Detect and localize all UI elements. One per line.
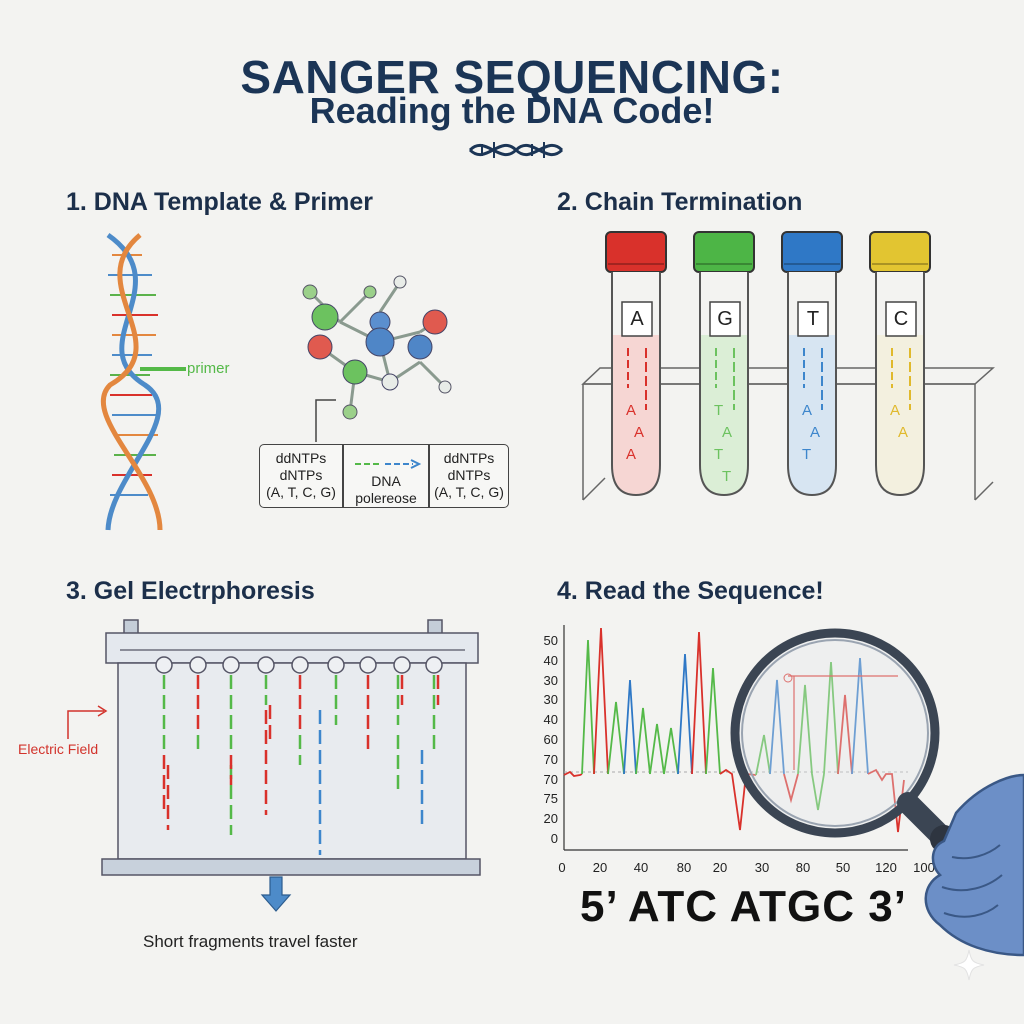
gel-well [189,656,207,674]
gel-well [291,656,309,674]
x-tick-label: 40 [633,860,649,875]
subtitle: Reading the DNA Code! [309,90,715,131]
tube-fragment-mark: A [810,424,821,441]
ddntps-label: ddNTPs [443,450,495,466]
main-title: SANGER SEQUENCING: [240,51,784,103]
polymerase-label: polereose [355,490,417,506]
reagent-box-left: ddNTPs dNTPs (A, T, C, G) [260,450,342,501]
tube-fragment-mark: T [714,402,724,419]
y-tick-label: 60 [543,732,558,747]
electric-field-arrow [67,705,108,739]
x-tick-label: 0 [558,860,566,875]
gel-apparatus [101,619,481,912]
x-tick-label: 20 [592,860,608,875]
gel-well [425,656,443,674]
y-tick-label: 30 [543,692,558,708]
tube-fragment-mark: A [626,446,637,463]
dntps-label: dNTPs [447,467,491,483]
tube-fragment-mark: A [802,402,813,419]
tube-label: C [893,308,909,330]
y-tick-label: 20 [543,811,558,827]
tube-label: T [806,308,820,330]
y-tick-label: 40 [543,652,558,668]
tube-fragment-mark: A [626,402,637,419]
reagent-box-right: ddNTPs dNTPs (A, T, C, G) [430,450,508,501]
y-tick-label: 70 [543,751,558,767]
tube-fragment-mark: A [722,424,733,441]
y-tick-label: 40 [543,712,558,728]
y-tick-label: 70 [543,771,558,787]
x-tick-label: 80 [676,860,692,875]
x-tick-label: 80 [795,860,811,875]
x-tick-label: 100 [913,860,935,875]
tube-fragment-mark: T [802,446,812,463]
dna-double-helix [100,232,163,531]
tube-label: A [630,308,644,330]
tube-fragment-mark: T [722,468,732,485]
reagent-box: ddNTPs dNTPs (A, T, C, G) DNA polereose … [259,444,509,508]
section-1-title: 1. DNA Template & Primer [66,188,374,216]
connector-bracket [315,399,336,442]
gel-well [257,656,275,674]
arrow-icon [355,459,422,469]
y-tick-label: 0 [550,831,558,846]
gel-well [327,656,345,674]
tube-fragment-mark: A [890,402,901,419]
section-3-title: 3. Gel Electrphoresis [66,577,315,605]
dna-helix-icon [468,142,564,158]
primer-label: primer [187,360,230,377]
sparkle-icon [953,949,985,981]
chromatogram [563,625,908,851]
section-4-title: 4. Read the Sequence! [557,577,824,605]
y-tick-label: 50 [543,633,558,648]
x-tick-label: 120 [875,860,897,875]
gel-well [359,656,377,674]
magnifying-glass-icon [730,628,1024,957]
ddntps-label: ddNTPs [275,450,327,466]
gel-caption: Short fragments travel faster [143,932,358,951]
tube-label: G [717,308,733,330]
tube-fragment-mark: A [898,424,909,441]
tube-fragment-mark: A [634,424,645,441]
dntps-label: dNTPs [279,467,323,483]
gel-well [222,656,240,674]
nucleotide-list: (A, T, C, G) [266,484,336,500]
read-sequence: 5’ ATC ATGC 3’ [580,882,907,931]
x-tick-label: 20 [712,860,728,875]
nucleotide-list: (A, T, C, G) [434,484,504,500]
reagent-box-middle: DNA polereose [344,456,428,507]
y-tick-label: 75 [543,791,558,807]
primer-pointer [140,367,186,371]
section-2-title: 2. Chain Termination [557,188,803,216]
dna-label: DNA [371,473,401,489]
y-tick-label: 30 [543,672,558,688]
x-tick-label: 50 [835,860,851,875]
polymerase-molecule [302,275,452,420]
gel-well [155,656,173,674]
gel-well [393,656,411,674]
tube-fragment-mark: T [714,446,724,463]
electric-field-label: Electric Field [18,741,99,757]
x-tick-label: 30 [754,860,770,875]
